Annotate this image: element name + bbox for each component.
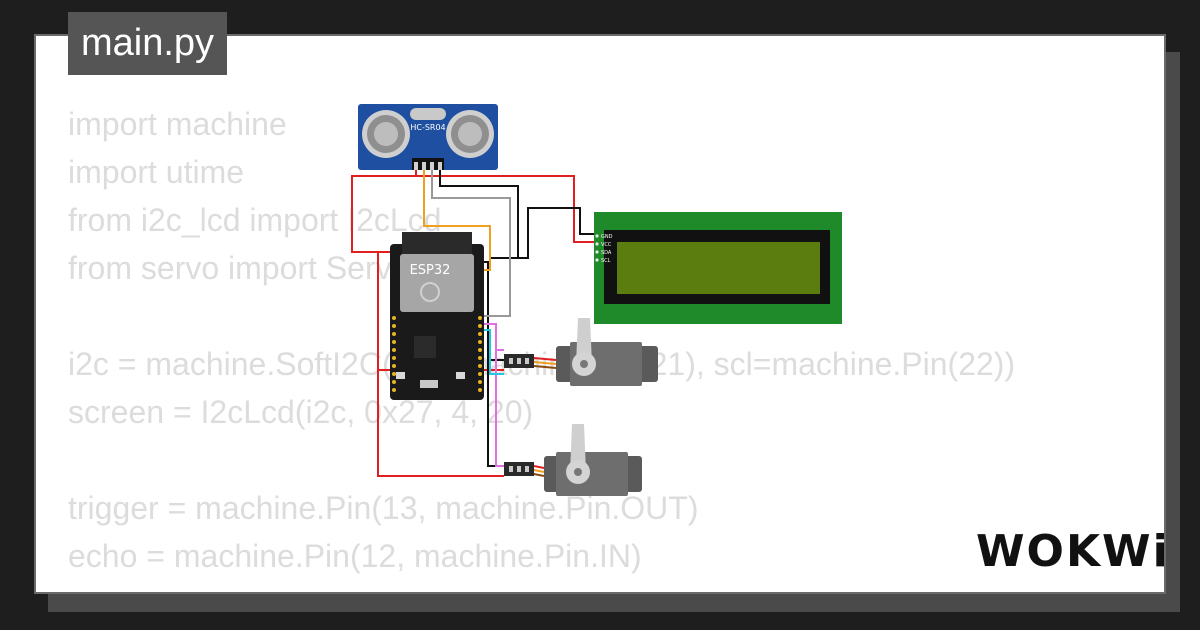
wire-gray-echo	[431, 170, 511, 317]
lcd-screen	[617, 242, 820, 294]
servo-motor-1[interactable]	[504, 318, 658, 386]
wire-black-servo2	[482, 261, 504, 467]
ultrasonic-sensor[interactable]: HC-SR04	[358, 104, 498, 170]
code-line: import utime	[68, 154, 245, 190]
reset-button	[456, 372, 465, 379]
esp32-antenna	[402, 232, 472, 258]
code-line: from servo import Servo	[68, 250, 410, 286]
usb-port	[420, 380, 438, 388]
code-line: from i2c_lcd import I2cLcd	[68, 202, 442, 238]
lcd-pin-scl: SCL	[601, 258, 611, 264]
servo2-horn	[570, 424, 586, 472]
code-line: trigger = machine.Pin(13, machine.Pin.OU…	[68, 490, 699, 526]
lcd-pin-sda: SDA	[601, 250, 612, 256]
wire-orange-trig	[423, 170, 491, 271]
esp32-board[interactable]: ESP32	[390, 232, 484, 400]
wire-red-vcc	[351, 170, 417, 253]
servo1-horn	[576, 318, 592, 364]
boot-button	[396, 372, 405, 379]
esp32-label: ESP32	[410, 263, 451, 278]
code-line: echo = machine.Pin(12, machine.Pin.IN)	[68, 538, 642, 574]
ultrasonic-header	[412, 158, 444, 170]
esp32-pins-left	[392, 316, 396, 392]
wire-cyan	[484, 329, 504, 375]
esp32-chip	[414, 336, 436, 358]
lcd-display[interactable]: GND VCC SDA SCL	[594, 212, 842, 324]
wokwi-logo: WOKWi	[976, 526, 1170, 577]
espressif-logo	[420, 282, 440, 302]
lcd-pin-header	[595, 234, 599, 262]
ultrasonic-label: HC-SR04	[410, 123, 445, 132]
code-line: import machine	[68, 106, 287, 142]
file-tab[interactable]: main.py	[68, 12, 228, 75]
wire-red-servo2	[377, 251, 504, 477]
wire-pink-servo2	[482, 323, 504, 467]
lcd-pin-gnd: GND	[601, 234, 613, 240]
esp32-pins-right	[478, 316, 482, 392]
servo-motor-2[interactable]	[504, 424, 642, 496]
ultrasonic-crystal	[410, 108, 446, 120]
lcd-pin-vcc: VCC	[601, 242, 612, 248]
wire-black-lcd	[490, 207, 600, 259]
wires	[351, 170, 600, 477]
esp32-module	[400, 254, 474, 312]
